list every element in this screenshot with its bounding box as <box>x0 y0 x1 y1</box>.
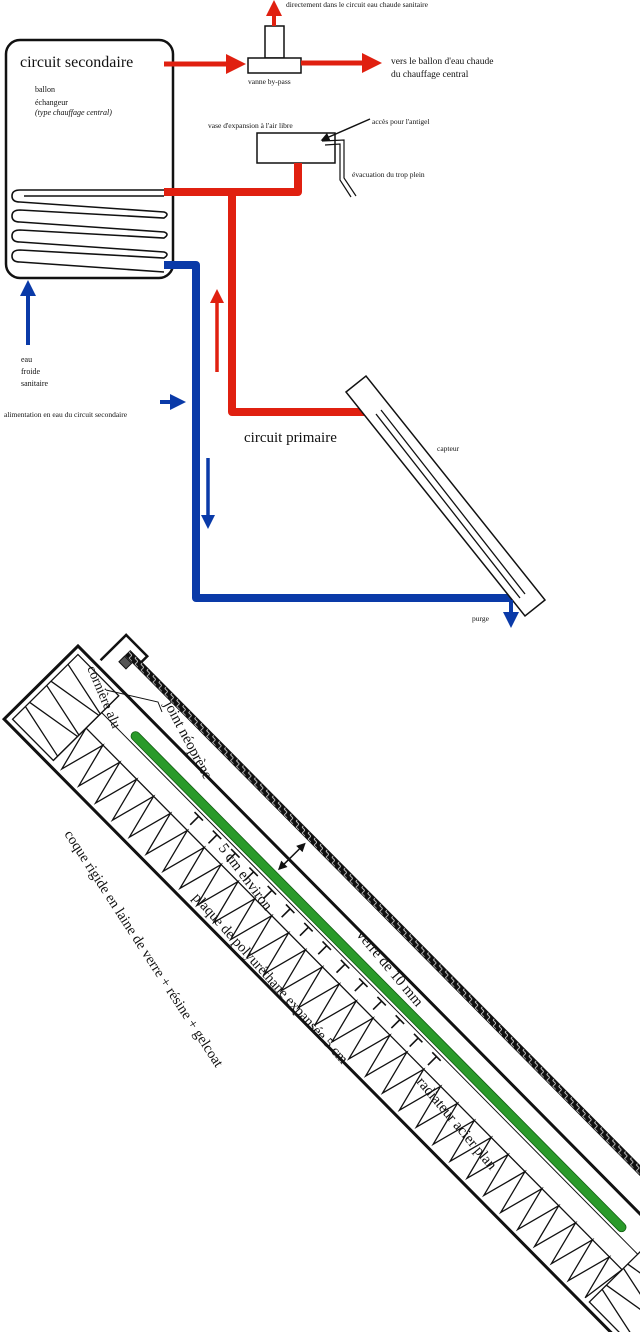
polyurethane-layer <box>101 712 639 1255</box>
overflow-pipe-outer <box>321 139 357 197</box>
valve-stem <box>264 25 285 59</box>
heat-exchanger-coil <box>11 189 168 273</box>
circuit-diagram: circuit secondaire ballon échangeur (typ… <box>4 0 547 628</box>
purge-label: purge <box>472 614 490 623</box>
bypass-valve: vanne by-pass <box>247 25 302 86</box>
collector-frame <box>344 374 547 618</box>
cold-water-label-2: froide <box>21 367 41 376</box>
top-outlet-label: directement dans le circuit eau chaude s… <box>286 0 429 9</box>
storage-tank: circuit secondaire ballon échangeur (typ… <box>4 38 175 280</box>
tank-outline <box>4 38 175 280</box>
bypass-valve-label: vanne by-pass <box>248 77 291 86</box>
cold-water-label-3: sanitaire <box>21 379 49 388</box>
primary-circuit-label: circuit primaire <box>244 430 337 446</box>
collector-tube-2 <box>380 409 526 595</box>
tank-line-ballon: ballon <box>35 85 55 94</box>
tank-title: circuit secondaire <box>20 54 133 71</box>
hot-pipe-to-expansion <box>164 163 302 196</box>
antifreeze-label: accès pour l'antigel <box>372 117 430 126</box>
right-outlet-label-1: vers le ballon d'eau chaude <box>391 57 493 67</box>
solar-collector: capteur <box>344 374 547 618</box>
cold-water-label-1: eau <box>21 355 32 364</box>
overflow-label: évacuation du trop plein <box>352 170 425 179</box>
cold-return-pipe <box>164 261 512 602</box>
collector-cross-section: cornière alu joint néoprène 5 cm environ… <box>1 633 640 1332</box>
primary-hot-pipe <box>228 192 378 416</box>
expansion-vessel-box <box>256 132 336 164</box>
valve-body <box>247 57 302 74</box>
tank-note: (type chauffage central) <box>35 108 112 117</box>
collector-label: capteur <box>437 444 460 453</box>
supply-label: alimentation en eau du circuit secondair… <box>4 410 128 419</box>
glass-wool-layer <box>59 727 623 1299</box>
tank-line-echangeur: échangeur <box>35 98 68 107</box>
steel-radiator <box>130 731 627 1233</box>
glass-pane <box>124 649 640 1268</box>
neoprene-seal <box>118 655 133 670</box>
expansion-vessel: vase d'expansion à l'air libre accès pou… <box>208 117 430 198</box>
right-outlet-label-2: du chauffage central <box>391 69 469 80</box>
seal-leader-line <box>105 689 163 713</box>
expansion-vessel-label: vase d'expansion à l'air libre <box>208 121 293 130</box>
collector-tube-1 <box>375 413 521 599</box>
alu-corner <box>99 633 150 663</box>
antifreeze-pointer <box>320 118 371 142</box>
end-insulation-top <box>11 653 120 762</box>
overflow-pipe-inner <box>324 143 352 198</box>
gap-dimension-arrow <box>278 842 306 871</box>
